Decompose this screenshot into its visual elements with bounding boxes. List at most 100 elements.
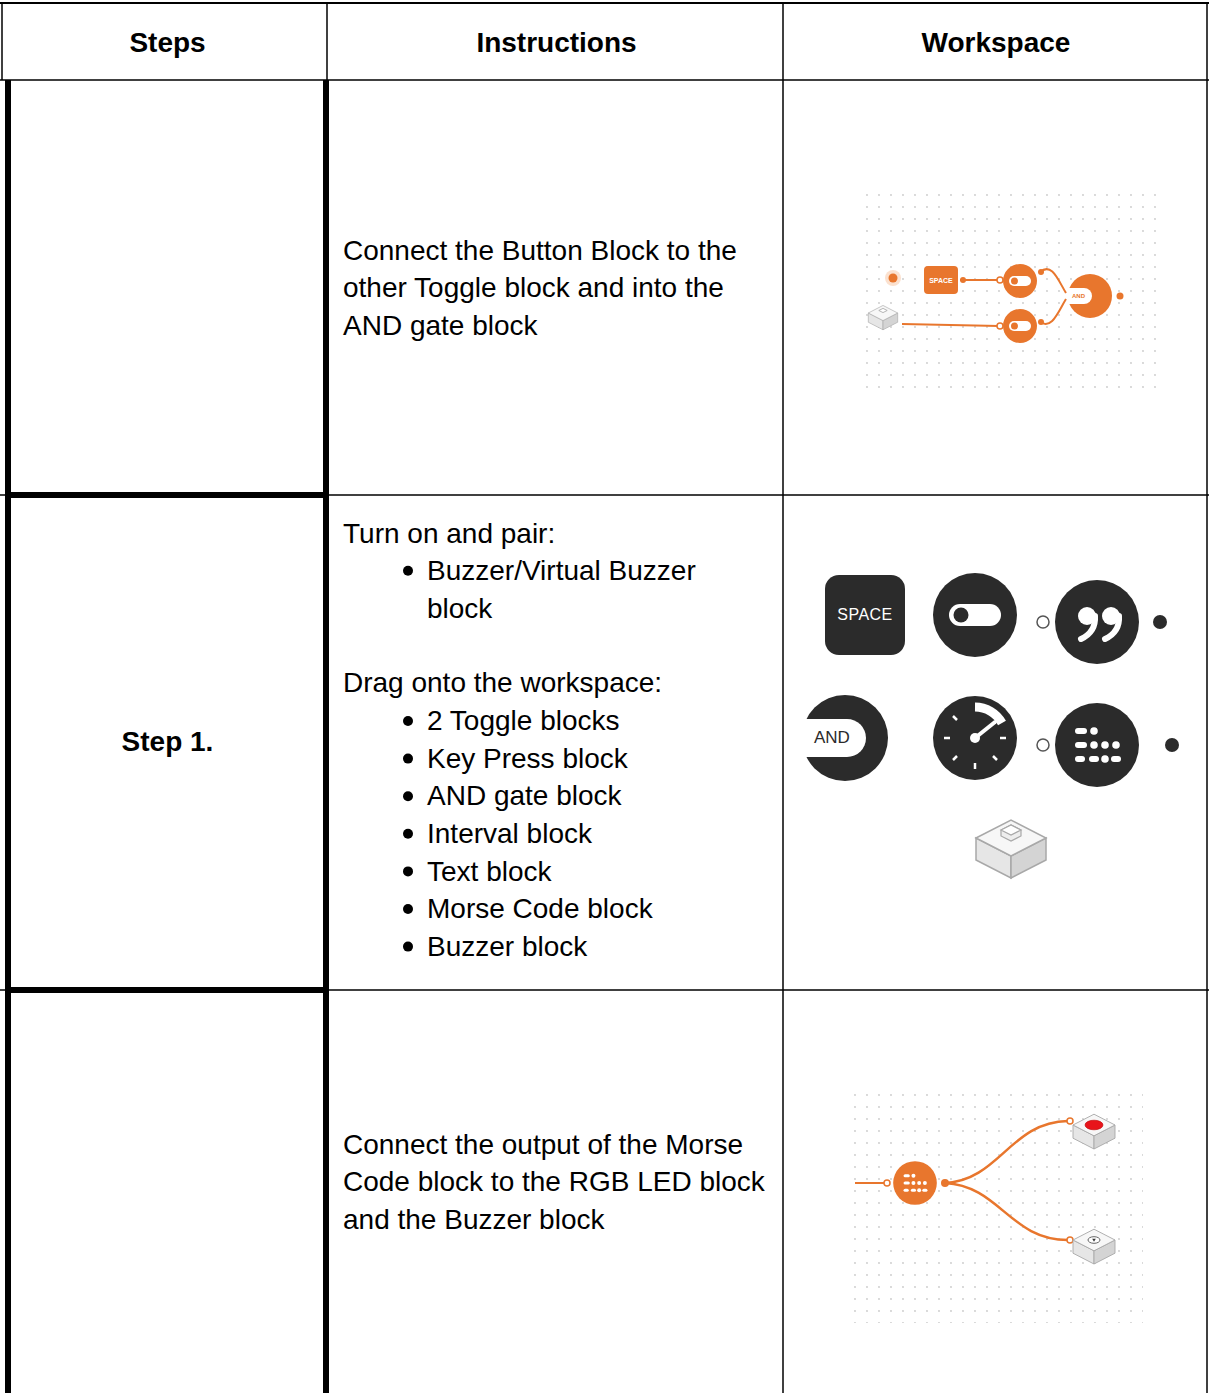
bullet-marker (403, 566, 413, 576)
workspace-row-1 (1040, 299, 1066, 324)
block-label: AND (802, 719, 866, 757)
button-block (879, 308, 887, 312)
bullet-marker (403, 942, 413, 952)
buzzer-block (1073, 1229, 1115, 1264)
bullet-item: Buzzer block (427, 928, 767, 966)
toggle-icon (933, 573, 1017, 657)
workspace-row-1 (902, 324, 999, 326)
and-gate-block: AND (802, 695, 888, 781)
toggle-icon (1009, 321, 1031, 331)
morse-code-icon (1075, 727, 1121, 763)
column-header: Steps (10, 24, 325, 62)
bullet-markers (403, 566, 413, 952)
workspace-row-1 (1038, 269, 1044, 275)
interval-icon (944, 737, 950, 740)
interval-icon (1000, 737, 1006, 740)
buzzer-block (1073, 1229, 1115, 1264)
table-grid (1206, 3, 1208, 1393)
instruction-text: Drag onto the workspace: (343, 664, 768, 702)
text-icon (1055, 580, 1139, 664)
table-grid (782, 3, 784, 1393)
workspace-row-3 (853, 1088, 1143, 1323)
table-grid (1, 3, 3, 80)
key-press-block: SPACE (825, 575, 905, 655)
instruction-text: Turn on and pair: (343, 515, 768, 553)
interval-icon (953, 716, 957, 720)
table-grid (0, 2, 1209, 4)
workspace-row-1 (889, 274, 898, 283)
button-block (976, 820, 1046, 878)
interval-icon (933, 696, 1017, 780)
rgb-led-block (1073, 1114, 1115, 1149)
workspace-row-1 (1117, 293, 1124, 300)
and-gate-block: AND (1068, 274, 1112, 318)
morse-code-icon (1055, 703, 1139, 787)
bullet-item: 2 Toggle blocks (427, 702, 767, 740)
buzzer-block (1088, 1237, 1100, 1244)
workspace-row-1 (1038, 319, 1044, 325)
toggle-icon (954, 608, 969, 623)
toggle-icon (1003, 264, 1037, 298)
bullet-item: Text block (427, 853, 767, 891)
bullet-item: Morse Code block (427, 890, 767, 928)
table-grid (5, 987, 329, 993)
bullet-item: Buzzer/Virtual Buzzer block (427, 552, 757, 627)
workspace-row-3 (1067, 1118, 1073, 1124)
interval-icon (970, 733, 980, 743)
button-block (868, 305, 897, 329)
bullet-marker (403, 754, 413, 764)
key-press-block: SPACE (924, 266, 958, 294)
buzzer-block (1092, 1239, 1096, 1242)
workspace-row-2 (1037, 739, 1049, 751)
workspace-row-3 (853, 1088, 1143, 1323)
table-grid (326, 3, 328, 80)
morse-code-icon (893, 1161, 937, 1205)
interval-icon (953, 756, 957, 760)
toggle-icon (1003, 264, 1037, 298)
toggle-icon (1003, 309, 1037, 343)
column-header: Workspace (785, 24, 1207, 62)
bullet-marker (403, 866, 413, 876)
bullet-item: AND gate block (427, 777, 767, 815)
table-grid (5, 80, 11, 1393)
instruction-text: Connect the Button Block to the other To… (343, 232, 768, 345)
workspace-row-3 (855, 1182, 884, 1184)
block-label: SPACE (929, 277, 953, 284)
bullet-item: Key Press block (427, 740, 767, 778)
workspace-row-2 (1153, 615, 1167, 629)
interval-icon (944, 716, 1006, 769)
table-grid (323, 80, 329, 1393)
bullet-marker (403, 829, 413, 839)
table-grid (0, 494, 1209, 496)
interval-icon (993, 756, 997, 760)
text-icon (1081, 616, 1095, 639)
toggle-icon (1011, 278, 1018, 285)
toggle-icon (1011, 323, 1018, 330)
text-icon (1055, 580, 1139, 664)
toggle-icon (1009, 276, 1031, 286)
text-icon (1105, 616, 1119, 639)
morse-code-icon (893, 1161, 937, 1205)
bullet-marker (403, 904, 413, 914)
table-grid (0, 79, 1209, 81)
bullet-marker (403, 716, 413, 726)
workspace-row-1 (960, 277, 966, 283)
workspace-row-3 (945, 1183, 1068, 1240)
workspace-row-1 (885, 270, 901, 286)
column-header: Instructions (330, 24, 783, 62)
step-number: Step 1. (10, 723, 325, 761)
rgb-led-block (1085, 1120, 1103, 1130)
morse-code-icon (904, 1174, 928, 1193)
table-grid (5, 492, 329, 498)
workspace-row-1 (997, 277, 1003, 283)
interval-icon (933, 696, 1017, 780)
block-label: AND (1068, 288, 1092, 304)
workspace-row-3 (884, 1180, 890, 1186)
interval-icon (975, 707, 1002, 723)
workspace-row-1 (997, 323, 1003, 329)
rgb-led-block (1073, 1114, 1115, 1149)
workspace-row-2 (933, 573, 1179, 878)
button-block (1001, 825, 1021, 841)
button-block (1001, 825, 1021, 835)
